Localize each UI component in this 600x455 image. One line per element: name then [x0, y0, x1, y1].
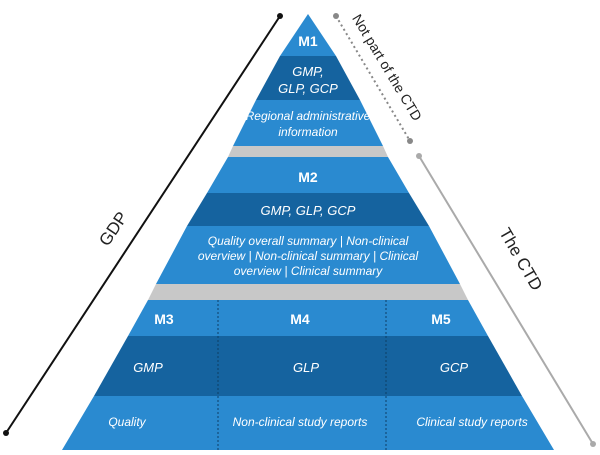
tier-m1: M1 GMP, GLP, GCP Regional administrative… [233, 14, 383, 146]
gdp-line-bottom-dot [3, 430, 9, 436]
m2-practices-band [187, 193, 429, 226]
m1-practices-band [256, 56, 360, 100]
bottom-content-band [62, 396, 554, 450]
gdp-line [5, 15, 281, 434]
separator-band-1 [228, 146, 388, 157]
not-ctd-line [335, 15, 411, 142]
gdp-line-top-dot [277, 13, 283, 19]
m2-content-line1: Quality overall summary | Non-clinical [208, 234, 409, 248]
m1-title-band [280, 14, 336, 56]
gdp-label: GDP [95, 208, 131, 249]
m2-title-band [207, 157, 409, 193]
bottom-practices-band [94, 336, 522, 396]
ctd-label: The CTD [495, 225, 546, 294]
m2-content-line3: overview | Clinical summary [234, 264, 383, 278]
m5-title: M5 [431, 311, 451, 327]
m2-title: M2 [298, 169, 318, 185]
m4-practice: GLP [293, 360, 319, 375]
m1-title: M1 [298, 33, 318, 49]
m1-practices-line2: GLP, GCP [278, 81, 338, 96]
m4-content: Non-clinical study reports [233, 415, 368, 429]
m2-content-band [156, 226, 460, 284]
m4-title: M4 [290, 311, 310, 327]
separator-band-2 [148, 284, 468, 300]
not-ctd-bottom-dot [407, 138, 413, 144]
ctd-bottom-dot [590, 441, 596, 447]
m5-content: Clinical study reports [416, 415, 527, 429]
m3-title: M3 [154, 311, 174, 327]
tier-m2: M2 GMP, GLP, GCP Quality overall summary… [156, 157, 460, 284]
m1-content-line2: information [278, 125, 338, 139]
m2-practices: GMP, GLP, GCP [261, 203, 356, 218]
not-ctd-top-dot [333, 13, 339, 19]
m1-practices-line1: GMP, [292, 64, 324, 79]
m1-content-line1: Regional administrative [246, 109, 371, 123]
m1-content-band [233, 100, 383, 146]
ctd-line [418, 155, 594, 445]
m2-content-line2: overview | Non-clinical summary | Clinic… [198, 249, 419, 263]
m3-practice: GMP [133, 360, 163, 375]
m3-content: Quality [108, 415, 146, 429]
ctd-top-dot [416, 153, 422, 159]
m5-practice: GCP [440, 360, 469, 375]
tier-bottom: M3 M4 M5 GMP GLP GCP Quality Non-clinica… [62, 300, 554, 450]
